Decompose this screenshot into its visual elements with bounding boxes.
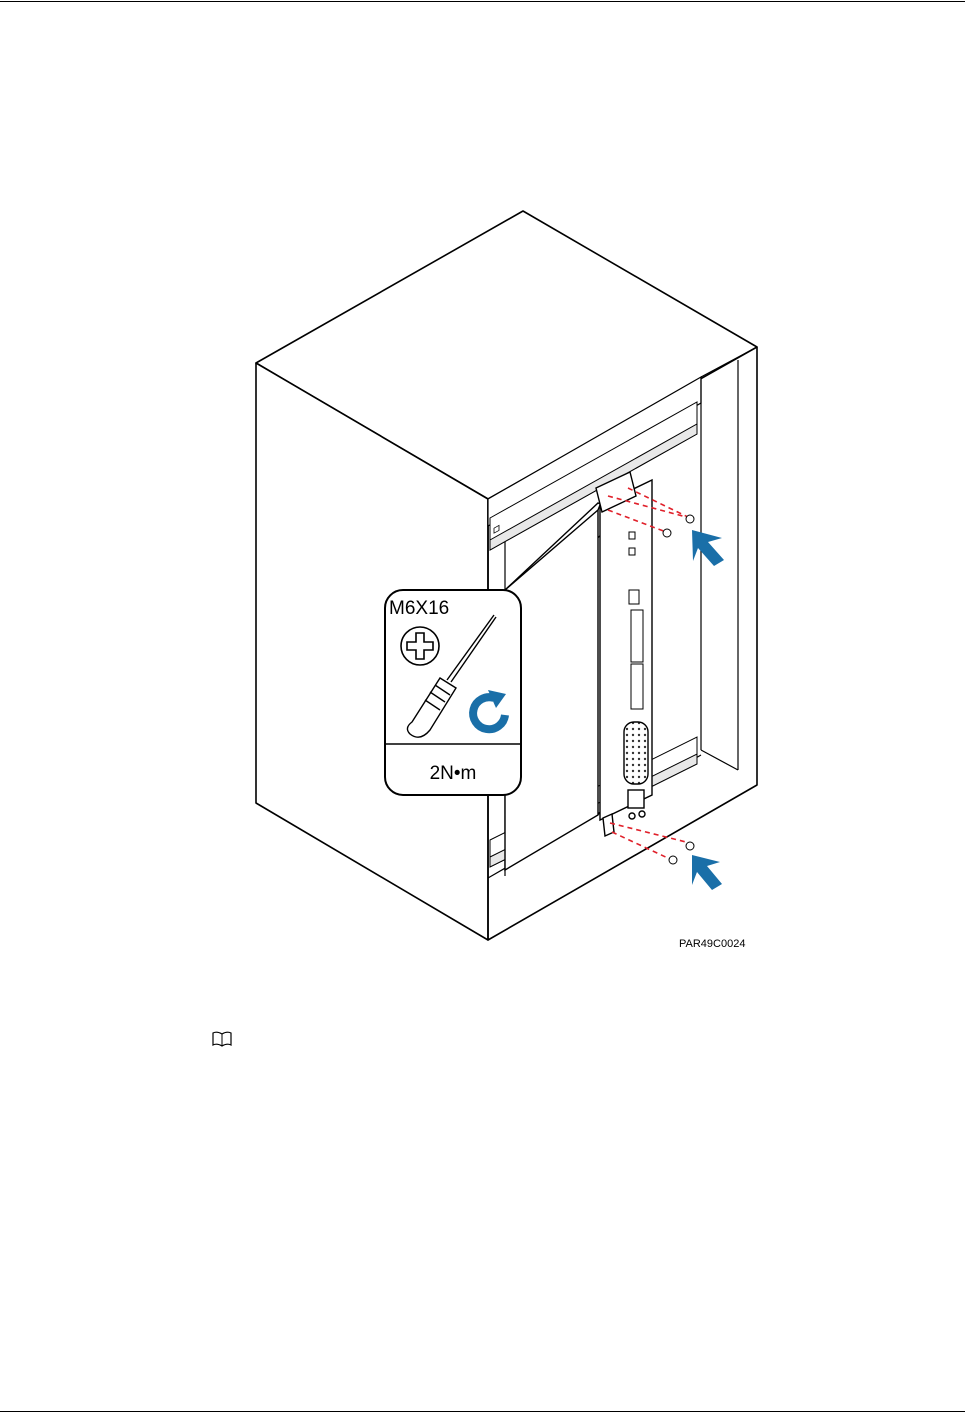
tool-callout: M6X16 2N•m <box>385 590 521 795</box>
phillips-head-icon <box>401 627 439 665</box>
screw <box>669 856 677 864</box>
power-inlet <box>628 790 644 808</box>
screw <box>686 515 694 523</box>
footer-rule <box>0 1411 965 1412</box>
push-arrow-icon <box>692 530 724 566</box>
device-body <box>505 472 652 870</box>
screw <box>663 529 671 537</box>
screws <box>663 515 694 864</box>
push-arrow-icon <box>692 855 722 890</box>
torque-value: 2N•m <box>430 763 477 784</box>
screw-spec: M6X16 <box>389 598 449 619</box>
figure-id: PAR49C0024 <box>679 938 745 950</box>
device-vent <box>624 722 648 784</box>
note-book-icon <box>211 1031 233 1047</box>
screw <box>686 842 694 850</box>
